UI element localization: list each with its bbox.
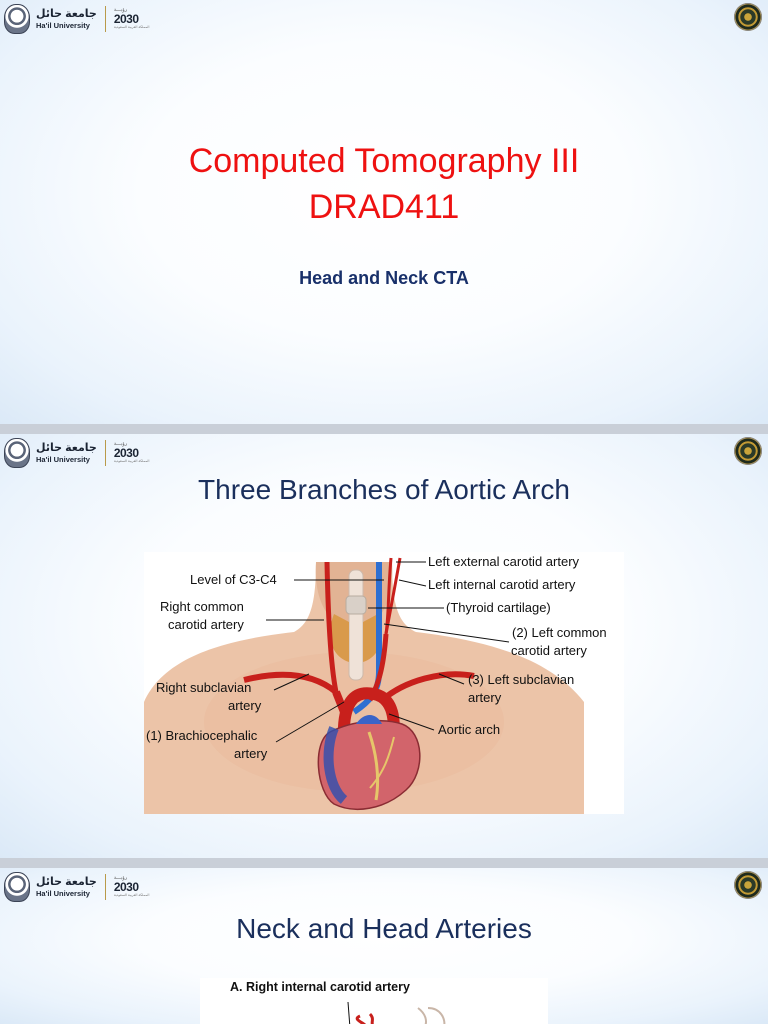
vision-2030-logo: رؤيـــة 2030 المملكة العربية السعودية <box>113 875 150 898</box>
label-right-subclavian-1: Right subclavian <box>156 680 251 695</box>
course-title: Computed Tomography III DRAD411 <box>188 142 580 226</box>
label-brachiocephalic-2: artery <box>234 746 268 761</box>
label-left-internal-carotid: Left internal carotid artery <box>428 577 576 592</box>
label-left-subclavian-1: (3) Left subclavian <box>468 672 574 687</box>
university-name-arabic: جامعة حائل <box>36 7 97 20</box>
label-left-external-carotid: Left external carotid artery <box>428 554 580 569</box>
figure-label: A. Right internal carotid artery <box>230 980 410 994</box>
ministry-emblem-icon <box>734 3 762 31</box>
vision-2030-logo: رؤيـــة 2030 المملكة العربية السعودية <box>113 7 150 30</box>
logo-divider <box>104 874 106 900</box>
label-level-c3-c4: Level of C3-C4 <box>190 572 277 587</box>
university-name-arabic: جامعة حائل <box>36 441 97 454</box>
label-left-subclavian-2: artery <box>468 690 502 705</box>
logo-divider <box>104 440 106 466</box>
university-logo: جامعة حائل Ha'il University رؤيـــة 2030… <box>4 872 149 902</box>
course-subtitle: Head and Neck CTA <box>299 268 469 288</box>
slide-3: جامعة حائل Ha'il University رؤيـــة 2030… <box>0 868 768 1024</box>
aortic-arch-illustration: Left external carotid artery Level of C3… <box>144 552 624 814</box>
label-thyroid-cartilage: (Thyroid cartilage) <box>446 600 551 615</box>
university-name-arabic: جامعة حائل <box>36 875 97 888</box>
university-name-english: Ha'il University <box>36 888 90 898</box>
label-right-subclavian-2: artery <box>228 698 262 713</box>
university-seal-icon <box>4 438 30 468</box>
head-arteries-illustration: A. Right internal carotid artery <box>200 978 548 1024</box>
slide-title: Three Branches of Aortic Arch <box>198 474 570 505</box>
label-left-common-carotid-1: (2) Left common <box>512 625 607 640</box>
label-left-common-carotid-2: carotid artery <box>511 643 587 658</box>
vision-2030-logo: رؤيـــة 2030 المملكة العربية السعودية <box>113 441 150 464</box>
label-right-common-carotid-1: Right common <box>160 599 244 614</box>
university-seal-icon <box>4 872 30 902</box>
label-brachiocephalic-1: (1) Brachiocephalic <box>146 728 258 743</box>
university-logo: جامعة حائل Ha'il University رؤيـــة 2030… <box>4 438 149 468</box>
ministry-emblem-icon <box>734 437 762 465</box>
university-name-english: Ha'il University <box>36 454 90 464</box>
university-name-english: Ha'il University <box>36 20 90 30</box>
logo-divider <box>104 6 106 32</box>
slide-2: جامعة حائل Ha'il University رؤيـــة 2030… <box>0 434 768 858</box>
university-logo: جامعة حائل Ha'il University رؤيـــة 2030… <box>4 4 149 34</box>
ministry-emblem-icon <box>734 871 762 899</box>
slide-1: جامعة حائل Ha'il University رؤيـــة 2030… <box>0 0 768 424</box>
slide-title: Neck and Head Arteries <box>236 913 532 944</box>
university-seal-icon <box>4 4 30 34</box>
label-right-common-carotid-2: carotid artery <box>168 617 244 632</box>
label-aortic-arch: Aortic arch <box>438 722 500 737</box>
